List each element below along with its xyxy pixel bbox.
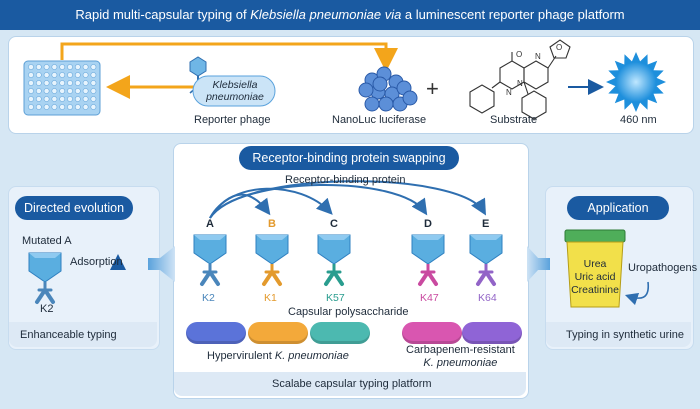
svg-text:O: O bbox=[556, 43, 562, 52]
left-footer-bar bbox=[9, 322, 157, 347]
capsule-type-k57: K57 bbox=[326, 292, 345, 304]
nanoluc-icon bbox=[358, 66, 418, 112]
hypervirulent-pre: Hypervirulent bbox=[207, 350, 275, 362]
phage-letter-c: C bbox=[330, 218, 338, 230]
rbp-swapping-title: Receptor-binding protein swapping bbox=[239, 146, 459, 170]
nanoluc-label: NanoLuc luciferase bbox=[332, 114, 427, 126]
mutated-label: Mutated A bbox=[22, 235, 72, 247]
rbp-branch-arrows bbox=[209, 180, 486, 219]
substrate-structure-icon bbox=[469, 39, 571, 120]
adsorption-label: Adsorption bbox=[70, 256, 123, 268]
bacterial-capsule-3 bbox=[310, 322, 370, 344]
urine-item-1: Uric acid bbox=[574, 271, 616, 283]
directed-evolution-title: Directed evolution bbox=[15, 196, 133, 220]
left-k-label: K2 bbox=[40, 303, 54, 315]
right-footer: Typing in synthetic urine bbox=[566, 329, 685, 341]
carbapenem-line2: K. pneumoniae bbox=[423, 357, 498, 369]
bacterium-icon bbox=[192, 75, 276, 107]
capsular-label: Capsular polysaccharide bbox=[288, 306, 409, 318]
substrate-oxygen: O bbox=[516, 50, 522, 59]
capsule-type-k2: K2 bbox=[202, 292, 215, 304]
banner-title-species: Klebsiella pneumoniae bbox=[250, 7, 382, 22]
reporter-phage-label: Reporter phage bbox=[194, 114, 271, 126]
center-footer-bar bbox=[174, 372, 526, 396]
phage-icon-d bbox=[411, 234, 445, 286]
phage-letter-a: A bbox=[206, 218, 214, 230]
phage-icon-c bbox=[317, 234, 351, 286]
banner-title-post: a luminescent reporter phage platform bbox=[401, 7, 625, 22]
substrate-label: Substrate bbox=[490, 114, 538, 126]
right-big-arrow bbox=[527, 246, 550, 282]
plus-sign: + bbox=[426, 76, 439, 101]
light-burst-icon bbox=[606, 52, 666, 112]
carbapenem-line1: Carbapenem-resistant bbox=[406, 344, 515, 356]
mutated-phage-icon bbox=[28, 252, 62, 304]
hypervirulent-label: Hypervirulent K. pneumoniae bbox=[207, 350, 349, 362]
phage-letter-e: E bbox=[482, 218, 490, 230]
phage-icon-e bbox=[469, 234, 503, 286]
capsule-type-k47: K47 bbox=[420, 292, 439, 304]
carbapenem-label: Carbapenem-resistant K. pneumoniae bbox=[406, 344, 515, 370]
hypervirulent-species: K. pneumoniae bbox=[274, 350, 349, 362]
left-footer: Enhanceable typing bbox=[20, 329, 117, 341]
urine-item-0: Urea bbox=[583, 258, 607, 270]
page-banner: Rapid multi-capsular typing of Klebsiell… bbox=[0, 0, 700, 30]
right-footer-bar bbox=[546, 322, 691, 347]
application-title: Application bbox=[567, 196, 669, 220]
svg-text:N: N bbox=[506, 88, 512, 97]
bacterial-capsule-2 bbox=[248, 322, 308, 344]
rbp-label: Receptor-binding protein bbox=[285, 174, 406, 186]
phage-icon-b bbox=[255, 234, 289, 286]
wavelength-label: 460 nm bbox=[620, 114, 657, 126]
capsule-type-k1: K1 bbox=[264, 292, 277, 304]
bacterial-capsule-5 bbox=[462, 322, 522, 344]
orange-loop-arrow bbox=[60, 42, 398, 72]
phage-letter-d: D bbox=[424, 218, 432, 230]
uropathogens-arrow bbox=[624, 281, 650, 306]
center-footer: Scalabe capsular typing platform bbox=[272, 378, 432, 390]
left-big-arrow bbox=[148, 246, 175, 282]
bacterium-label: Klebsiella pneumoniae bbox=[206, 79, 264, 103]
reporter-phage-icon bbox=[189, 56, 207, 94]
phage-icon-a bbox=[193, 234, 227, 286]
bacterial-capsule-1 bbox=[186, 322, 246, 344]
urine-cup-icon bbox=[564, 229, 626, 308]
phage-letter-b: B bbox=[268, 218, 276, 230]
svg-text:N: N bbox=[535, 52, 541, 61]
microplate-icon bbox=[23, 60, 101, 116]
capsule-type-k64: K64 bbox=[478, 292, 497, 304]
urine-item-2: Creatinine bbox=[571, 284, 619, 296]
svg-text:N: N bbox=[517, 79, 523, 88]
uropathogens-label: Uropathogens bbox=[628, 262, 698, 274]
banner-title-pre: Rapid multi-capsular typing of bbox=[75, 7, 251, 22]
bacterial-capsule-4 bbox=[402, 322, 462, 344]
mutated-phage-body bbox=[28, 252, 62, 304]
banner-title-via: via bbox=[384, 7, 402, 22]
